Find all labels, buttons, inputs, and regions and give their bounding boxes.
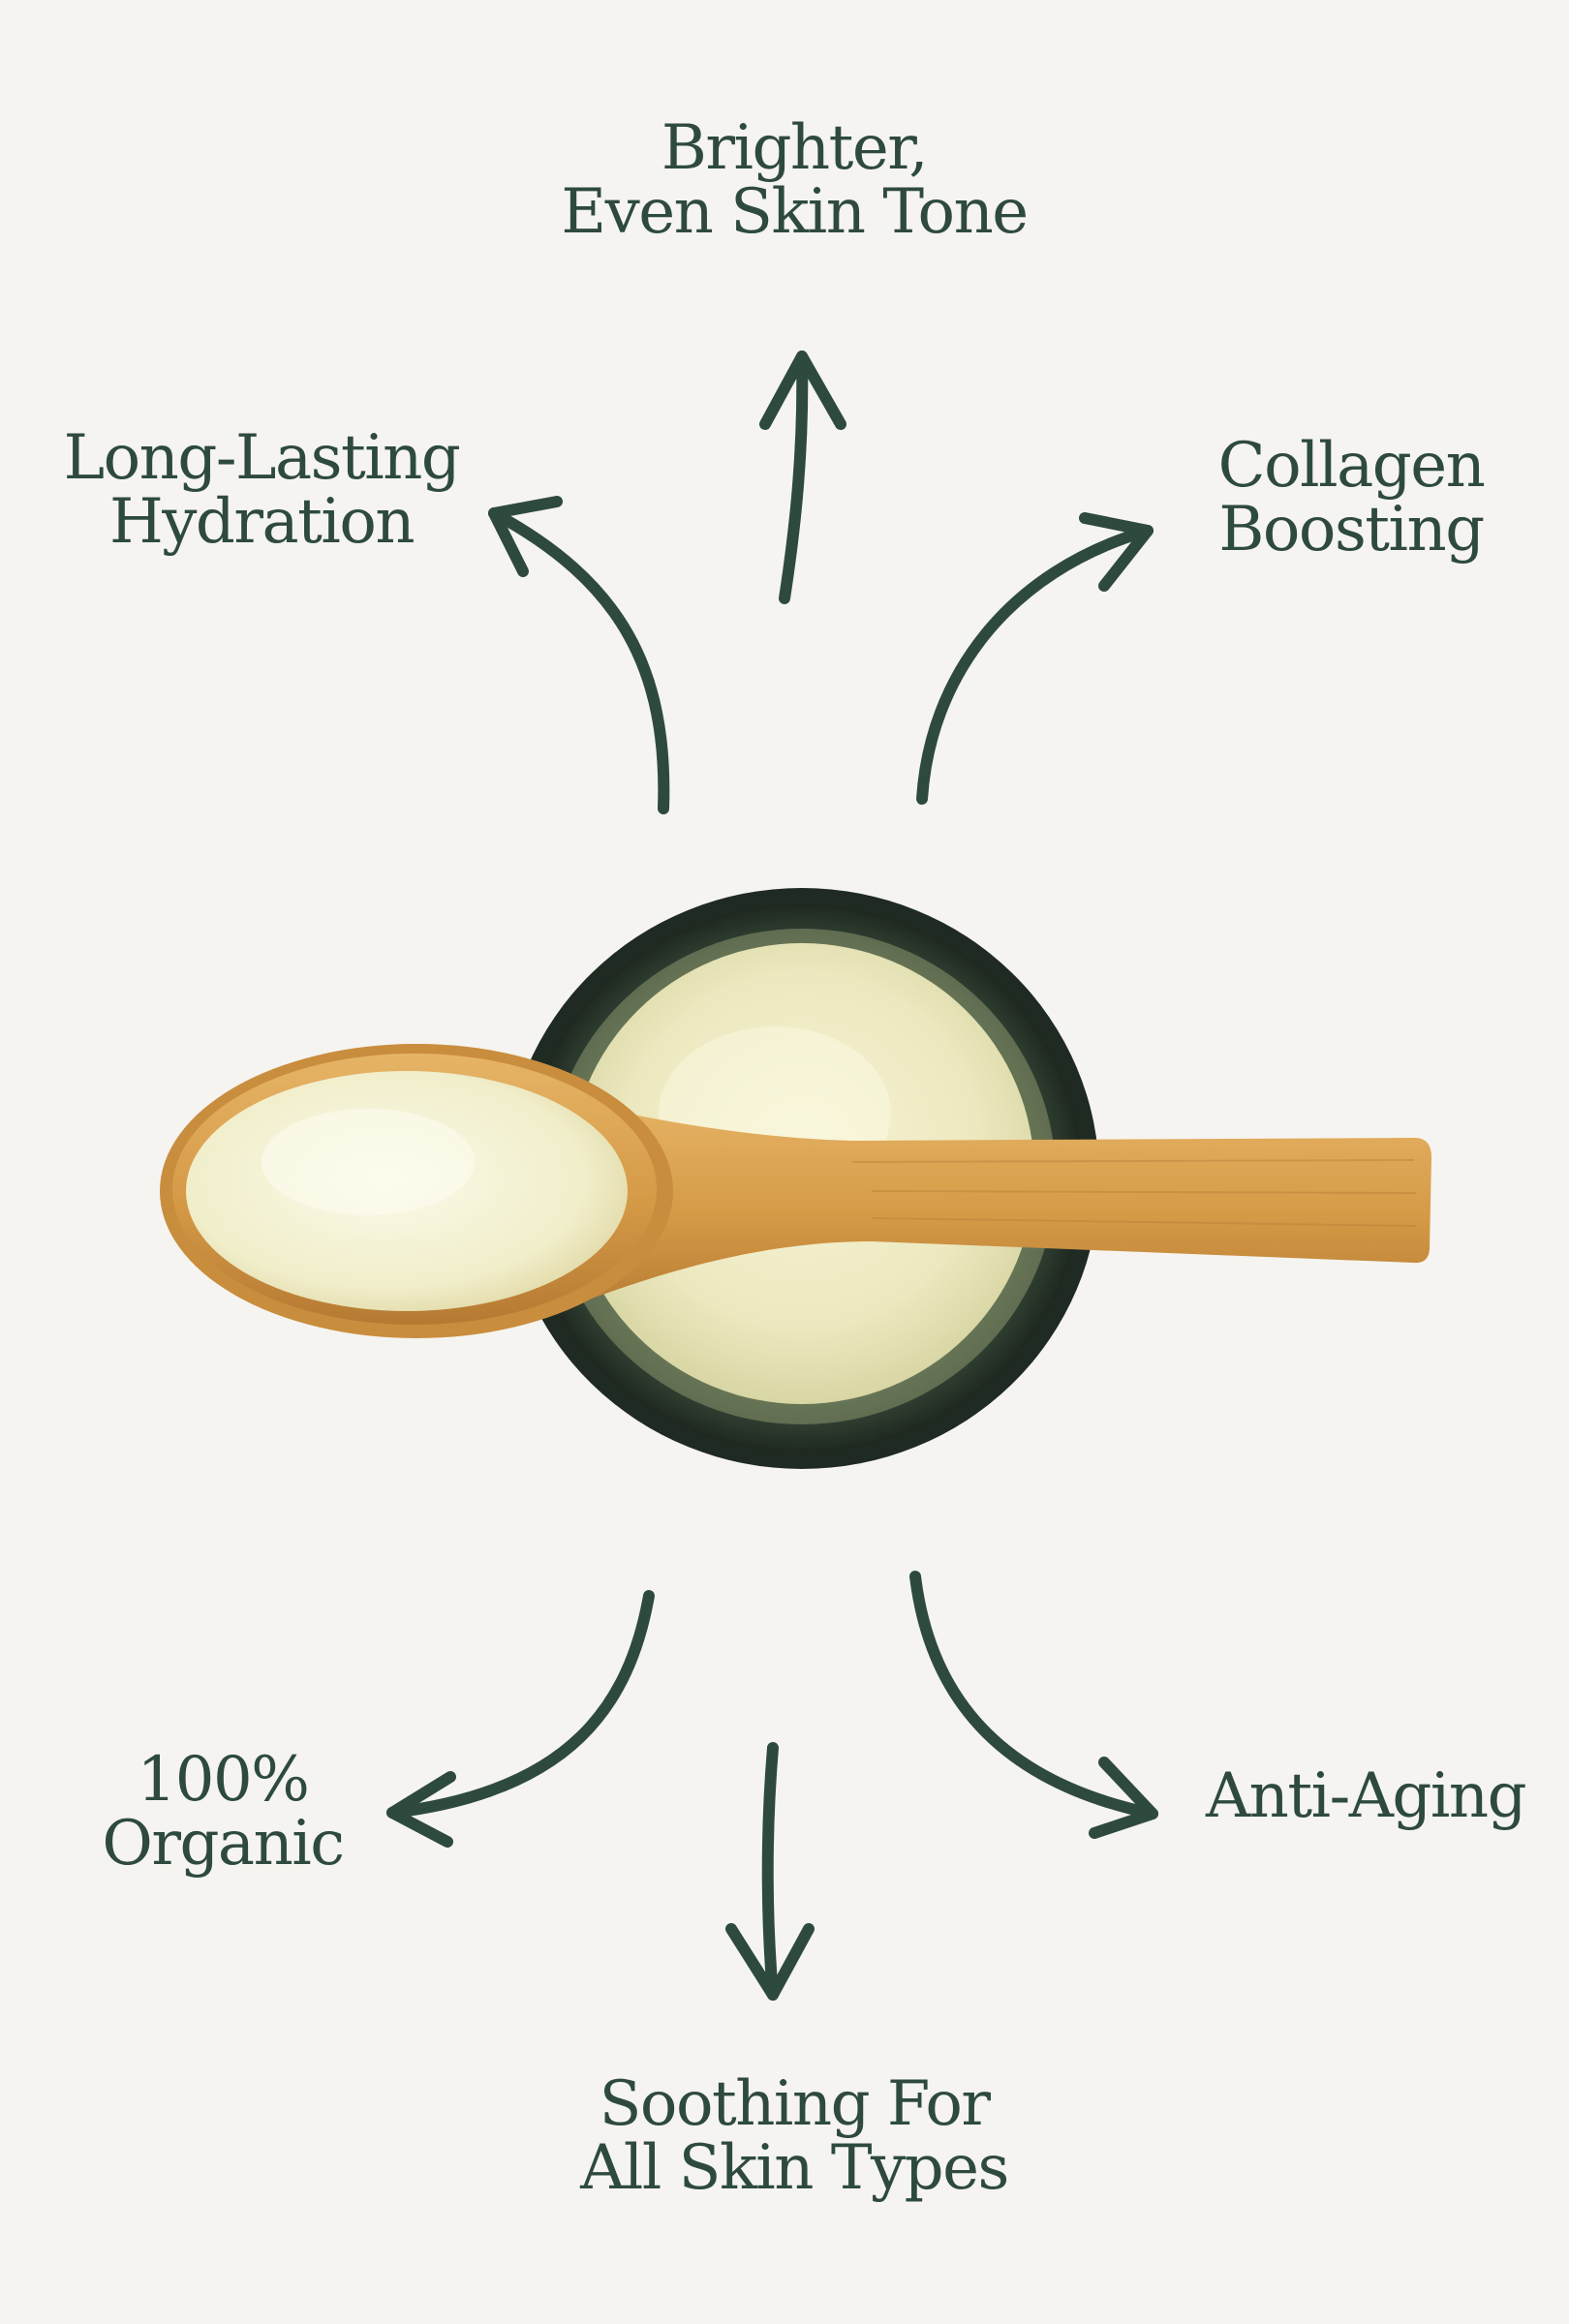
arrow-down-icon <box>725 1742 815 2001</box>
wooden-spoon-icon <box>160 1044 1431 1338</box>
benefit-label-line1: Soothing For <box>599 2068 991 2140</box>
benefit-label-line1: Anti-Aging <box>1205 1760 1527 1832</box>
benefit-label-line1: Long-Lasting <box>63 422 461 494</box>
benefit-label-line2: Boosting <box>1218 494 1485 566</box>
benefit-label-line1: Brighter, <box>661 112 929 184</box>
arrow-down-left-icon <box>386 1590 655 1848</box>
arrow-up-left-icon <box>488 496 670 814</box>
benefit-organic: 100% Organic <box>58 1748 387 1876</box>
benefit-label-line2: Organic <box>102 1808 345 1880</box>
benefit-label-line2: Hydration <box>108 486 415 558</box>
benefit-long-lasting-hydration: Long-Lasting Hydration <box>39 426 484 554</box>
benefit-label-line1: Collagen <box>1217 430 1486 502</box>
arrow-down-right-icon <box>909 1571 1158 1839</box>
benefit-anti-aging: Anti-Aging <box>1182 1764 1550 1828</box>
benefit-brighter-skin-tone: Brighter, Even Skin Tone <box>542 116 1046 244</box>
benefit-label-line1: 100% <box>137 1744 310 1816</box>
arrow-up-right-icon <box>916 512 1154 805</box>
arrow-up-icon <box>759 351 846 604</box>
benefit-soothing-all-skin-types: Soothing For All Skin Types <box>533 2072 1056 2200</box>
benefit-label-line2: All Skin Types <box>580 2132 1009 2204</box>
benefit-collagen-boosting: Collagen Boosting <box>1172 434 1530 562</box>
benefit-label-line2: Even Skin Tone <box>561 176 1029 248</box>
